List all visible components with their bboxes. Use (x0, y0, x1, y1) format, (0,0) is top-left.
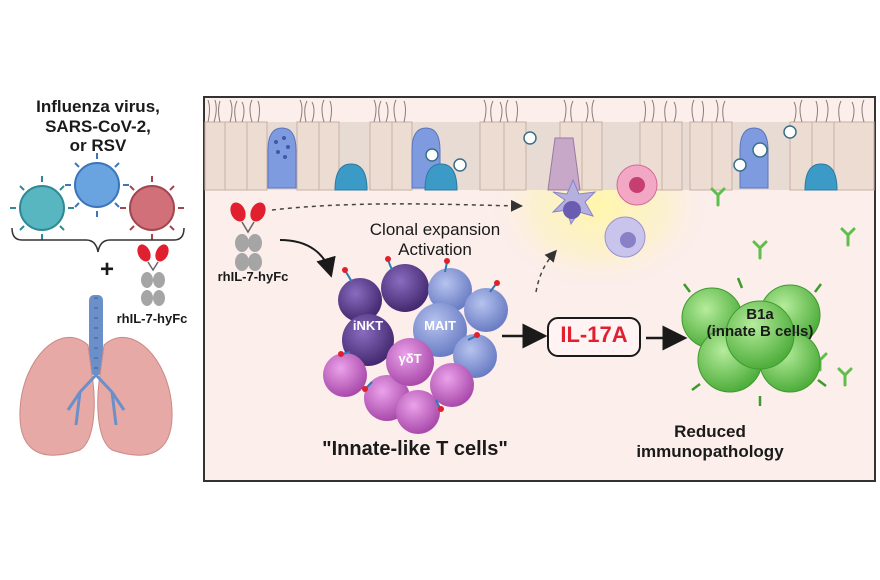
virus-line-2: SARS-CoV-2, (45, 116, 151, 136)
arrow-to-tcells (279, 239, 336, 278)
outcome-text: Reduced immunopathology (620, 422, 800, 461)
il17a-label: IL-17A (560, 322, 628, 347)
plus-sign: + (99, 256, 114, 283)
drug-icon-left (137, 244, 169, 306)
mait-label: MAIT (424, 318, 456, 333)
expansion-text: Clonal expansion Activation (335, 220, 535, 259)
b1a-cell-cluster (681, 277, 827, 406)
rsv-icon (129, 185, 175, 231)
b1a-label: B1a (innate B cells) (690, 306, 830, 341)
influenza-virus-icon (19, 185, 65, 231)
drug-label-main: rhIL-7-hyFc (217, 269, 289, 284)
lungs-icon (19, 295, 173, 456)
inkt-cell (342, 314, 394, 366)
virus-particles (10, 153, 184, 240)
drug-icon-main (230, 202, 266, 271)
virus-bracket (11, 227, 185, 253)
epithelium-viruses (425, 125, 797, 172)
dashed-arrow-to-innate-cells (535, 249, 557, 293)
gdt-label: γδT (398, 351, 422, 366)
activated-innate-cells (551, 164, 658, 258)
il17a-box (547, 317, 641, 357)
drug-label-left: rhIL-7-hyFc (116, 311, 188, 326)
sars-cov-2-icon (74, 162, 120, 208)
inkt-label: iNKT (352, 318, 384, 333)
b1a-line-2: (innate B cells) (706, 323, 814, 341)
virus-line-3: or RSV (69, 136, 127, 156)
expansion-line-1: Clonal expansion (369, 220, 501, 239)
virus-line-1: Influenza virus, (36, 97, 160, 116)
virus-list-text: Influenza virus, SARS-CoV-2, or RSV (10, 97, 186, 156)
innate-like-tcell-cluster (323, 256, 508, 434)
b1a-line-1: B1a (746, 306, 774, 323)
tcells-caption: "Innate-like T cells" (322, 438, 508, 460)
expansion-line-2: Activation (398, 239, 472, 259)
outcome-line-1: Reduced (674, 422, 746, 441)
mait-cell (413, 303, 467, 357)
gdt-cell (386, 338, 434, 386)
dashed-arrow-to-epithelium (271, 199, 523, 212)
outcome-line-2: immunopathology (636, 441, 784, 461)
